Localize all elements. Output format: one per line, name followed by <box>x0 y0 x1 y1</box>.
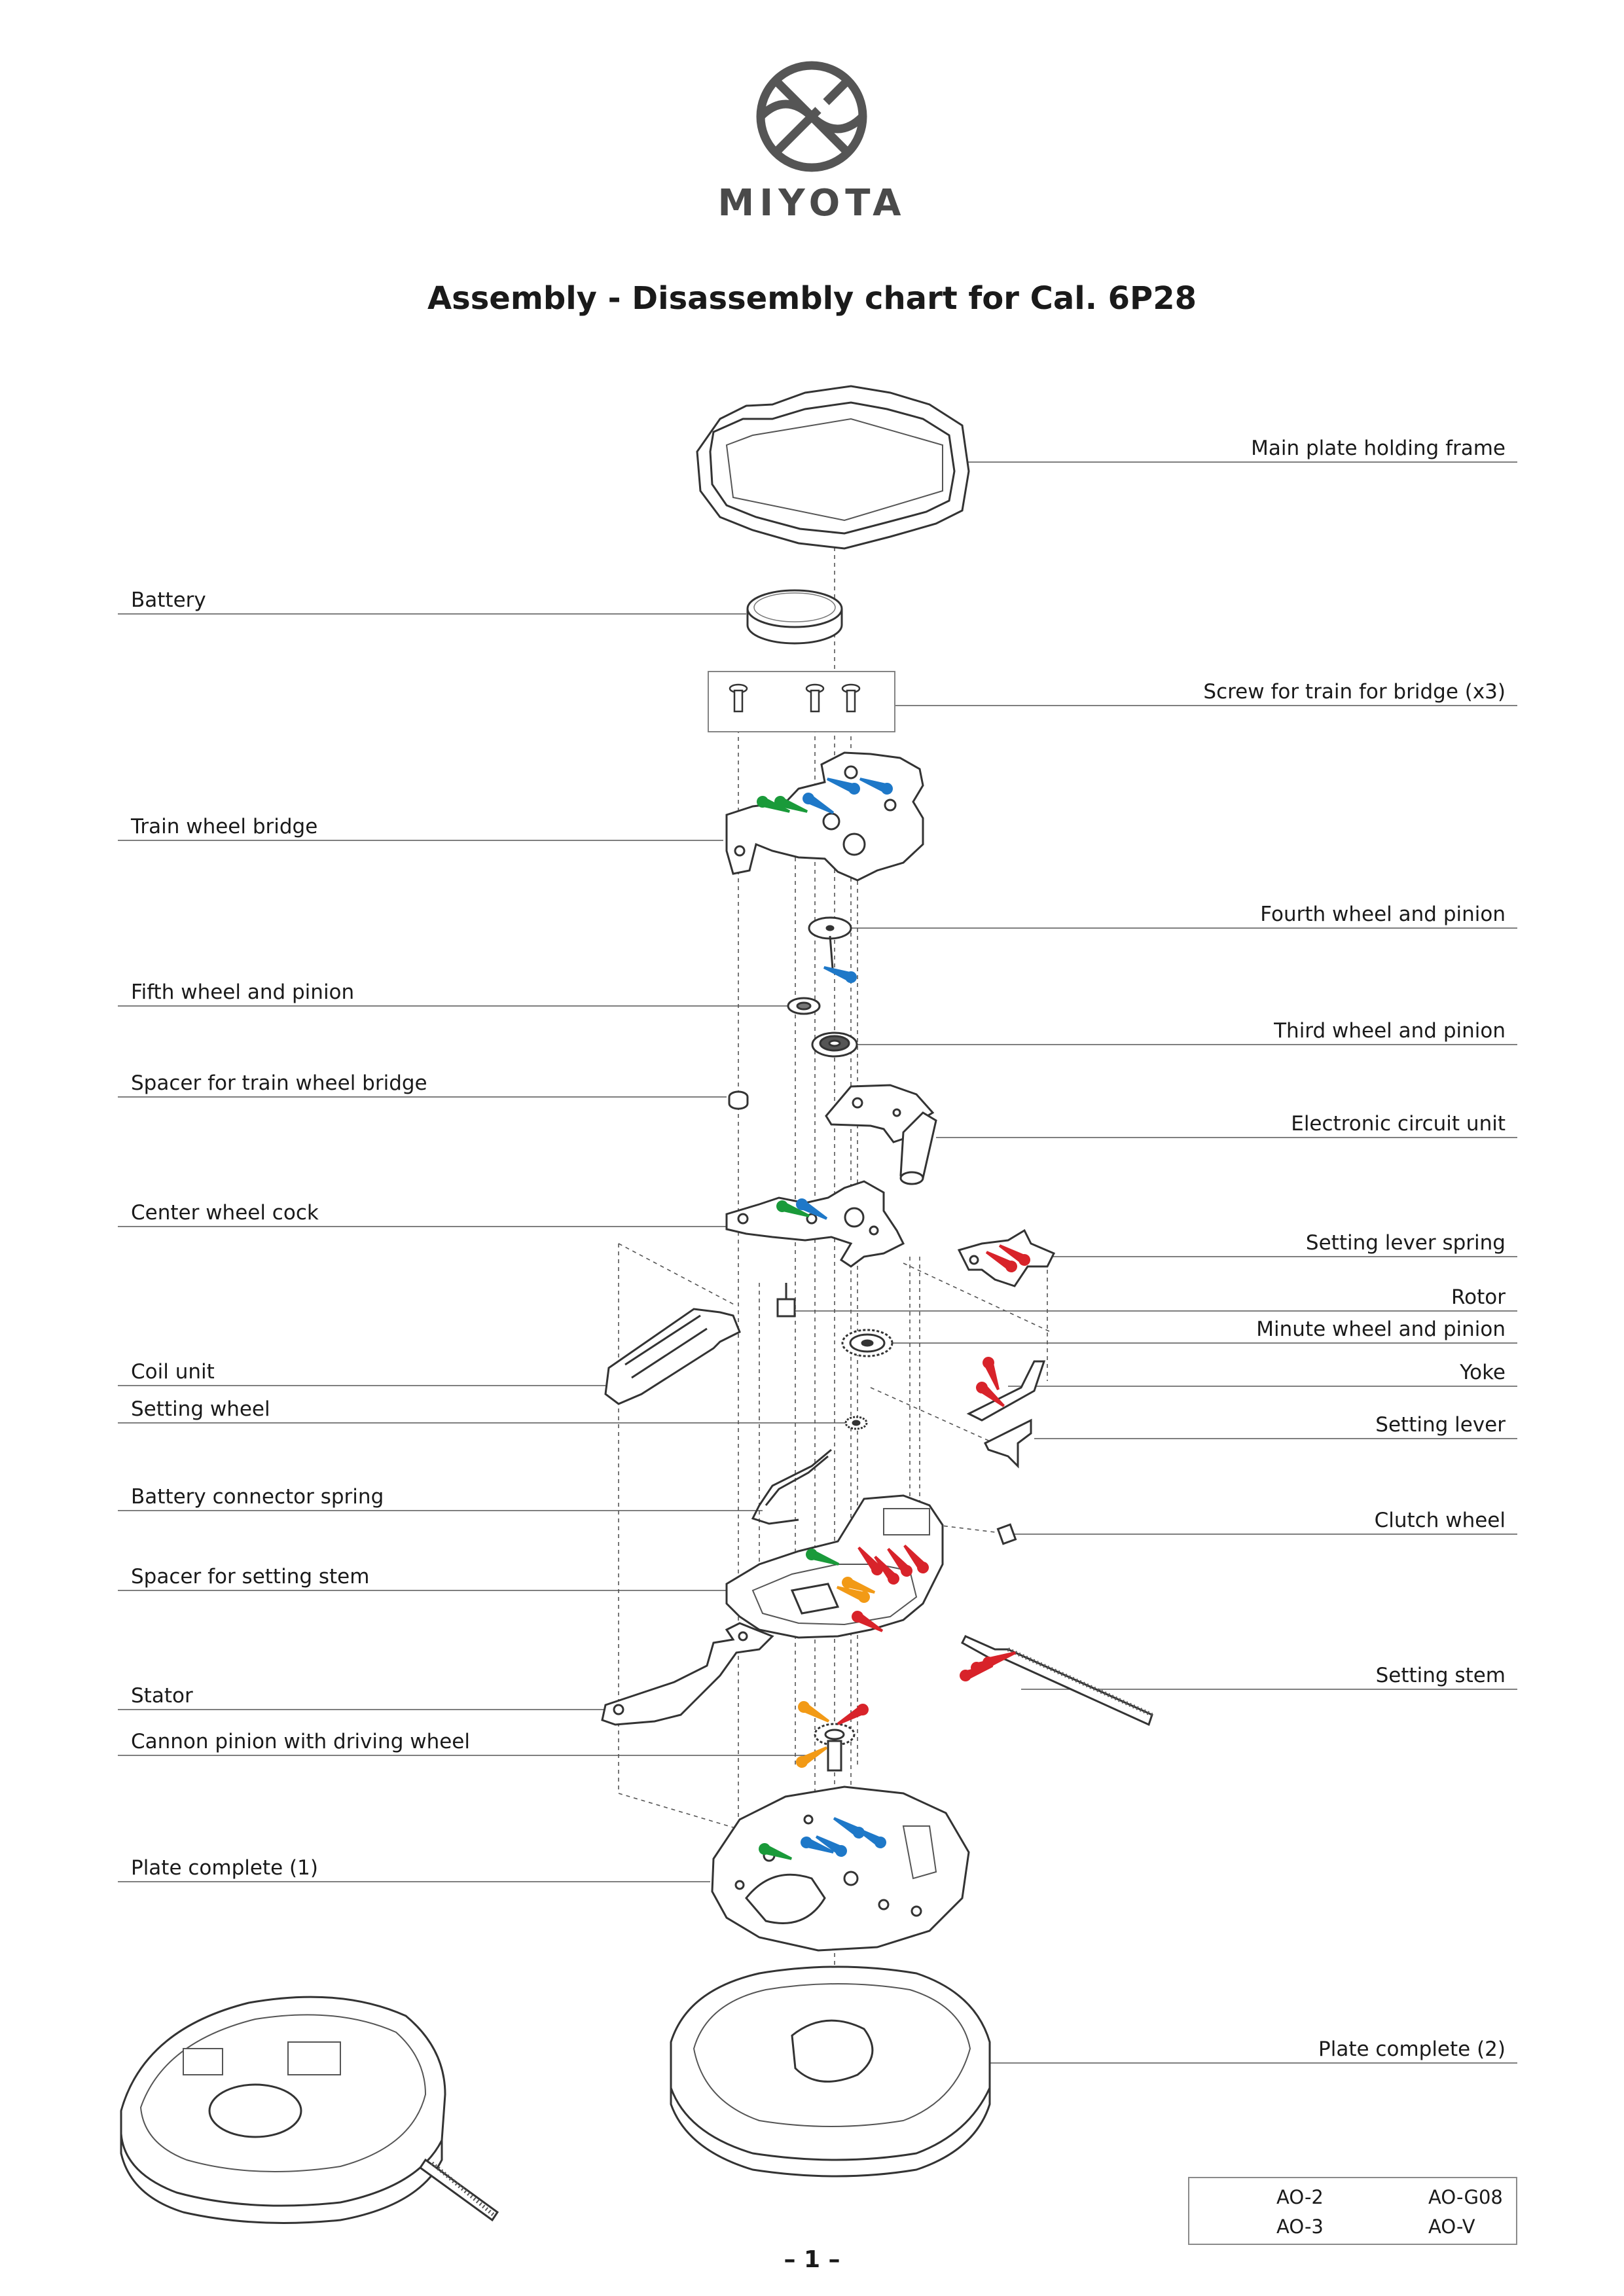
label-rotor: Rotor <box>1451 1285 1506 1309</box>
label-clutch-wheel: Clutch wheel <box>1374 1509 1506 1532</box>
lubricant-legend: AO-2 AO-G08 AO-3 AO-V <box>1188 2177 1517 2245</box>
label-plate-complete-1: Plate complete (1) <box>131 1856 318 1880</box>
plate-complete-1-drawing <box>711 1785 970 1952</box>
label-third-wheel: Third wheel and pinion <box>1274 1019 1506 1043</box>
legend-item-ao-2: AO-2 <box>1276 2186 1324 2208</box>
screws-drawing <box>708 671 895 732</box>
label-battery: Battery <box>131 588 206 612</box>
label-battery-connector-spring: Battery connector spring <box>131 1485 384 1509</box>
electronic-circuit-unit-drawing <box>825 1084 937 1185</box>
stator-drawing <box>601 1622 774 1726</box>
battery-drawing <box>746 589 843 645</box>
spacer-train-bridge-drawing <box>728 1090 749 1110</box>
clutch-wheel-drawing <box>996 1523 1017 1545</box>
yoke-drawing <box>966 1360 1046 1422</box>
minute-wheel-drawing <box>841 1329 893 1357</box>
label-setting-lever: Setting lever <box>1375 1413 1506 1437</box>
main-plate-holding-frame-drawing <box>696 385 970 550</box>
label-spacer-train-wheel-bridge: Spacer for train wheel bridge <box>131 1071 427 1095</box>
assembled-movement-drawing <box>120 1996 499 2224</box>
train-wheel-bridge-drawing <box>725 751 924 882</box>
third-wheel-drawing <box>811 1031 858 1058</box>
plate-complete-2-drawing <box>670 1965 991 2178</box>
label-setting-stem: Setting stem <box>1375 1664 1506 1687</box>
brand-wordmark: MIYOTA <box>717 182 907 224</box>
label-train-wheel-bridge: Train wheel bridge <box>131 815 318 838</box>
label-coil-unit: Coil unit <box>131 1360 215 1384</box>
legend-item-ao-v: AO-V <box>1428 2215 1475 2238</box>
leader-lines-left <box>118 613 848 1882</box>
cannon-pinion-drawing <box>814 1723 856 1772</box>
label-cannon-pinion: Cannon pinion with driving wheel <box>131 1730 470 1753</box>
label-yoke: Yoke <box>1460 1361 1506 1384</box>
label-minute-wheel: Minute wheel and pinion <box>1256 1318 1506 1341</box>
label-stator: Stator <box>131 1684 193 1708</box>
miyota-logo-icon <box>756 61 867 172</box>
fifth-wheel-drawing <box>787 997 821 1015</box>
fourth-wheel-drawing <box>808 916 852 969</box>
label-electronic-circuit-unit: Electronic circuit unit <box>1291 1112 1506 1136</box>
setting-stem-drawing <box>961 1635 1153 1727</box>
fourth-wheel-oil-point <box>821 961 859 985</box>
center-wheel-cock-drawing <box>725 1180 905 1268</box>
label-setting-lever-spring: Setting lever spring <box>1305 1231 1506 1255</box>
rotor-drawing <box>776 1283 796 1318</box>
leader-lines-right <box>795 461 1517 2064</box>
battery-connector-spring-drawing <box>751 1448 832 1525</box>
label-main-plate-holding-frame: Main plate holding frame <box>1251 437 1506 460</box>
legend-item-ao-g08: AO-G08 <box>1428 2186 1503 2208</box>
legend-item-ao-3: AO-3 <box>1276 2215 1324 2238</box>
coil-unit-drawing <box>604 1308 741 1405</box>
page-title: Assembly - Disassembly chart for Cal. 6P… <box>427 280 1197 317</box>
label-center-wheel-cock: Center wheel cock <box>131 1201 319 1225</box>
label-screw-train-bridge: Screw for train for bridge (x3) <box>1203 680 1506 704</box>
page-number: – 1 – <box>784 2246 840 2273</box>
setting-lever-spring-drawing <box>957 1229 1056 1287</box>
main-plate-assembly-drawing <box>725 1494 944 1639</box>
label-spacer-setting-stem: Spacer for setting stem <box>131 1565 370 1588</box>
setting-lever-drawing <box>983 1418 1032 1469</box>
label-fourth-wheel: Fourth wheel and pinion <box>1260 903 1506 926</box>
setting-wheel-drawing <box>844 1416 868 1430</box>
label-plate-complete-2: Plate complete (2) <box>1318 2037 1506 2061</box>
label-setting-wheel: Setting wheel <box>131 1397 270 1421</box>
label-fifth-wheel: Fifth wheel and pinion <box>131 980 355 1004</box>
